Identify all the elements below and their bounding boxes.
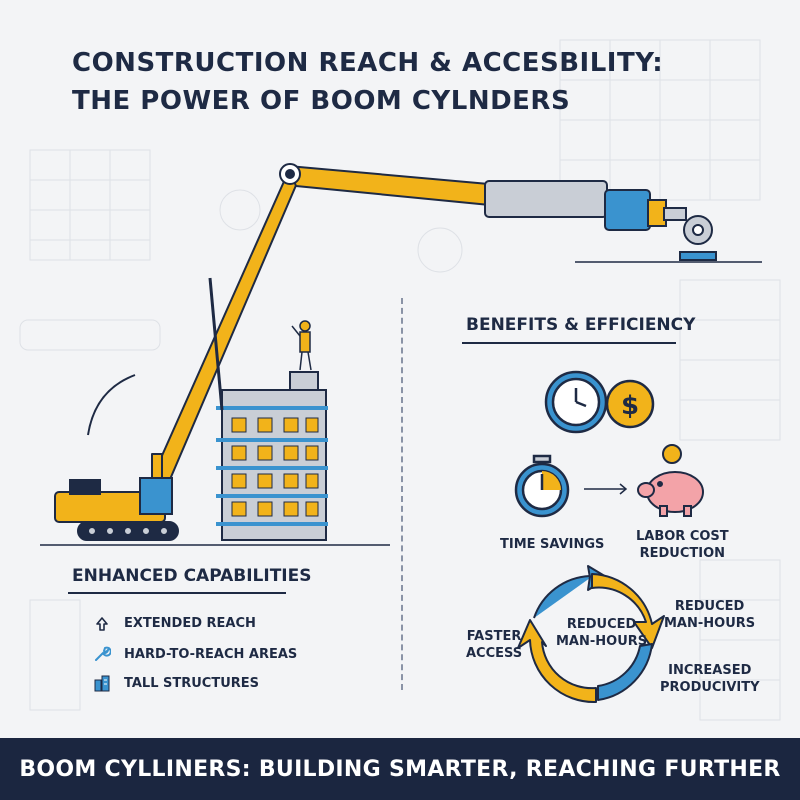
svg-text:$: $: [621, 391, 639, 421]
excavator-base: [54, 477, 179, 541]
increased-productivity-line-2: PRODUCIVITY: [660, 680, 760, 695]
boom-cylinder: [484, 180, 717, 261]
capability-label: EXTENDED REACH: [124, 616, 256, 631]
piggy-bank-icon: [637, 444, 704, 517]
capability-item-tall-structures: TALL STRUCTURES: [92, 674, 259, 692]
capability-label: HARD-TO-REACH AREAS: [124, 646, 298, 662]
benefits-heading: BENEFITS & EFFICIENCY: [466, 315, 696, 335]
labor-cost-line-2: REDUCTION: [639, 546, 726, 561]
reduced-man-hours-line-2: MAN-HOURS: [664, 616, 756, 631]
cycle-center-label: REDUCED MAN-HOURS: [556, 616, 647, 650]
arrow-up-icon: [92, 616, 112, 631]
increased-productivity-label: INCREASED PRODUCIVITY: [660, 662, 760, 696]
capability-label: TALL STRUCTURES: [124, 675, 260, 691]
wrench-icon: [92, 645, 112, 663]
stopwatch-icon: [514, 454, 570, 518]
motion-arc: [87, 374, 136, 436]
reduced-man-hours-label: REDUCED MAN-HOURS: [664, 598, 755, 632]
title-line-2: THE POWER OF BOOM CYLNDERS: [72, 86, 571, 116]
faster-access-line-2: ACCESS: [466, 646, 523, 661]
clock-icon: [544, 370, 608, 434]
reduced-man-hours-line-1: REDUCED: [674, 599, 745, 614]
capability-item-extended-reach: EXTENDED REACH: [92, 616, 256, 631]
cycle-center-line-1: REDUCED: [566, 617, 637, 632]
faster-access-label: FASTER ACCESS: [466, 628, 522, 662]
building: [216, 371, 328, 541]
labor-cost-line-1: LABOR COST: [636, 529, 729, 544]
worker-icon: [291, 320, 312, 371]
increased-productivity-line-1: INCREASED: [668, 663, 752, 678]
capabilities-heading: ENHANCED CAPABILITIES: [72, 566, 312, 586]
buildings-icon: [92, 674, 112, 692]
benefits-rule: [462, 342, 676, 344]
arrow-right-icon: [584, 483, 628, 495]
cycle-center-line-2: MAN-HOURS: [556, 634, 648, 649]
capabilities-rule: [68, 592, 286, 594]
title-line-1: CONSTRUCTION REACH & ACCESBILITY:: [72, 48, 664, 78]
time-savings-label: TIME SAVINGS: [500, 537, 605, 552]
section-divider: [401, 298, 403, 690]
dollar-coin-icon: $: [605, 379, 655, 429]
page-title: CONSTRUCTION REACH & ACCESBILITY: THE PO…: [72, 44, 663, 120]
cycle-diagram: [517, 565, 665, 704]
faster-access-line-1: FASTER: [466, 629, 522, 644]
labor-cost-label: LABOR COST REDUCTION: [636, 528, 729, 562]
capability-item-hard-to-reach: HARD-TO-REACH AREAS: [92, 645, 297, 663]
footer-banner: BOOM CYLLINERS: BUILDING SMARTER, REACHI…: [0, 738, 800, 800]
footer-text: BOOM CYLLINERS: BUILDING SMARTER, REACHI…: [19, 756, 781, 782]
